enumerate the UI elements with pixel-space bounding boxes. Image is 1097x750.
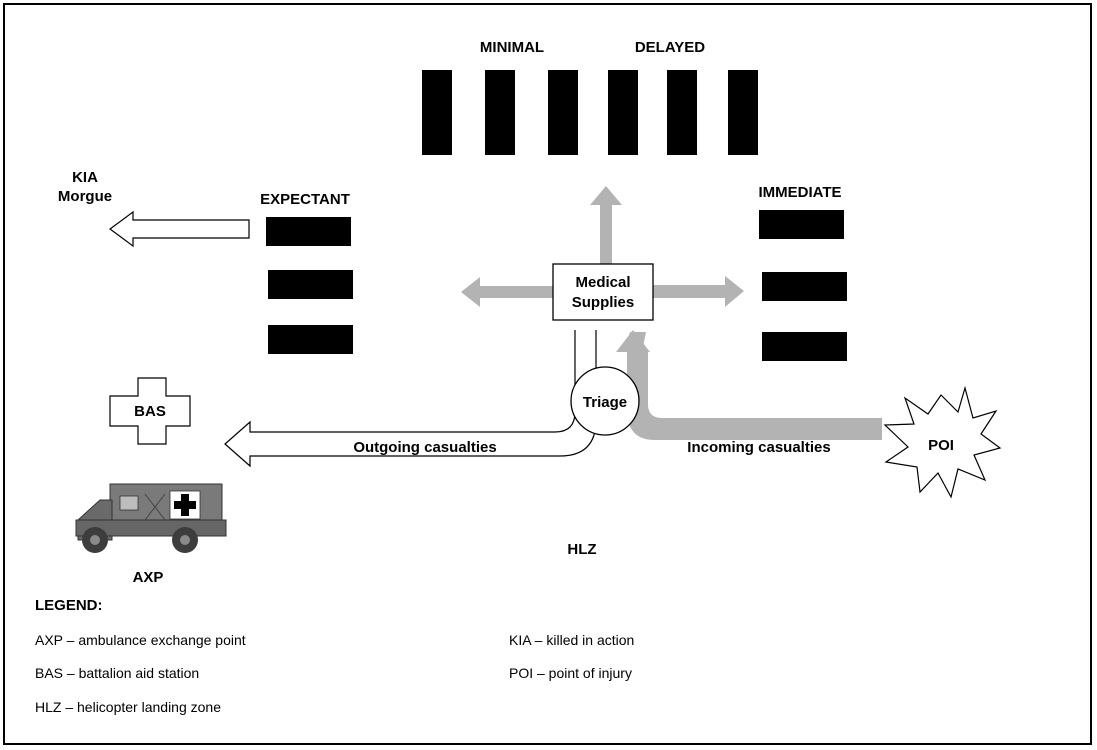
legend-item-hlz: HLZ – helicopter landing zone xyxy=(35,699,222,715)
legend-item-axp: AXP – ambulance exchange point xyxy=(35,632,246,648)
litter-block xyxy=(548,70,578,155)
outgoing-casualties-label: Outgoing casualties xyxy=(353,439,496,456)
litter-block xyxy=(762,332,847,361)
legend-item-poi: POI – point of injury xyxy=(509,665,632,681)
incoming-casualties-label: Incoming casualties xyxy=(687,439,830,456)
legend-item-bas: BAS – battalion aid station xyxy=(35,665,200,681)
incoming-casualties-arrow xyxy=(616,330,882,440)
litter-block xyxy=(268,325,353,354)
ambulance-icon xyxy=(75,483,227,553)
outgoing-casualties-arrow xyxy=(224,330,597,468)
legend-item-kia: KIA – killed in action xyxy=(509,632,635,648)
arrow-right xyxy=(653,276,744,307)
distribution-arrows xyxy=(461,186,744,307)
poi-label: POI xyxy=(928,437,954,454)
litter-block xyxy=(268,270,353,299)
triage-circle xyxy=(570,366,640,436)
immediate-litters xyxy=(759,210,847,361)
medical-supplies-label-1: Medical xyxy=(575,274,630,291)
axp-label: AXP xyxy=(133,569,164,586)
triage-label: Triage xyxy=(583,394,627,411)
legend-title: LEGEND: xyxy=(35,597,103,614)
hlz-label: HLZ xyxy=(567,541,596,558)
litter-block xyxy=(759,210,844,239)
bas-label: BAS xyxy=(134,403,166,420)
delayed-label: DELAYED xyxy=(635,39,705,56)
litter-block xyxy=(762,272,847,301)
minimal-label: MINIMAL xyxy=(480,39,544,56)
kia-arrow xyxy=(108,210,250,248)
medical-supplies-label-2: Supplies xyxy=(572,294,635,311)
litter-block xyxy=(608,70,638,155)
immediate-label: IMMEDIATE xyxy=(758,184,841,201)
morgue-label: Morgue xyxy=(58,188,112,205)
arrow-left xyxy=(461,277,553,307)
litter-block xyxy=(667,70,697,155)
litter-block xyxy=(266,217,351,246)
litter-block xyxy=(422,70,452,155)
poi-starburst-icon xyxy=(883,385,1002,499)
expectant-label: EXPECTANT xyxy=(260,191,350,208)
kia-label: KIA xyxy=(72,169,98,186)
medical-supplies-box xyxy=(552,263,654,321)
litter-block xyxy=(728,70,758,155)
bas-cross-icon xyxy=(109,377,191,445)
arrow-up xyxy=(590,186,622,265)
diagram-frame xyxy=(3,3,1092,745)
minimal-delayed-litters xyxy=(422,70,758,155)
litter-block xyxy=(485,70,515,155)
expectant-litters xyxy=(266,217,353,354)
